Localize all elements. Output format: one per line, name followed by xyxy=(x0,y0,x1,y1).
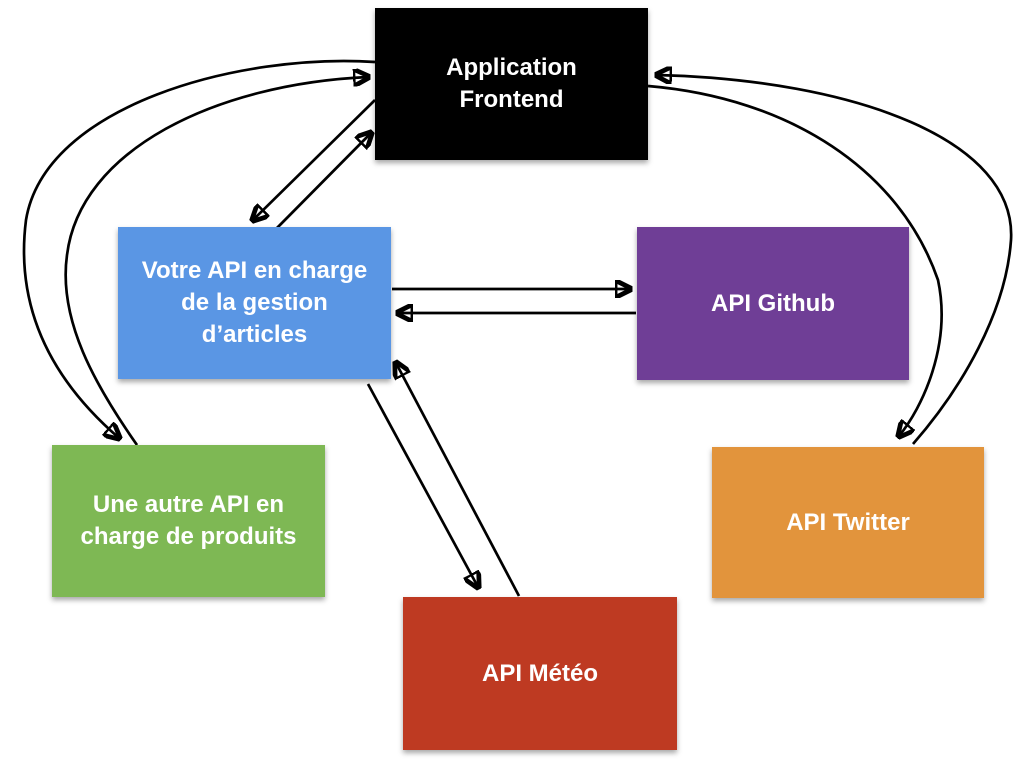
edge-meteo-to-articles xyxy=(396,363,521,597)
edge-articles-to-frontend xyxy=(274,133,371,231)
node-api-articles-label: Votre API en charge de la gestion d’arti… xyxy=(141,257,368,348)
node-api-twitter: API Twitter xyxy=(712,447,984,598)
edge-frontend-to-twitter xyxy=(647,84,943,436)
edge-frontend-to-articles xyxy=(253,99,376,220)
edge-twitter-to-frontend xyxy=(657,75,1013,445)
node-application-frontend: Application Frontend xyxy=(375,8,648,160)
node-api-articles: Votre API en charge de la gestion d’arti… xyxy=(118,227,391,379)
edge-frontend-to-produits xyxy=(22,59,376,438)
node-api-produits: Une autre API en charge de produits xyxy=(52,445,325,597)
edge-articles-to-meteo xyxy=(366,383,478,587)
node-api-twitter-label: API Twitter xyxy=(786,508,910,536)
node-api-github: API Github xyxy=(637,227,909,380)
edge-produits-to-frontend xyxy=(64,77,368,446)
node-api-github-label: API Github xyxy=(711,289,835,317)
node-api-meteo-label: API Météo xyxy=(481,659,598,687)
node-api-meteo: API Météo xyxy=(403,597,677,750)
node-application-frontend-label: Application Frontend xyxy=(446,54,577,113)
node-api-produits-label: Une autre API en charge de produits xyxy=(80,491,297,550)
